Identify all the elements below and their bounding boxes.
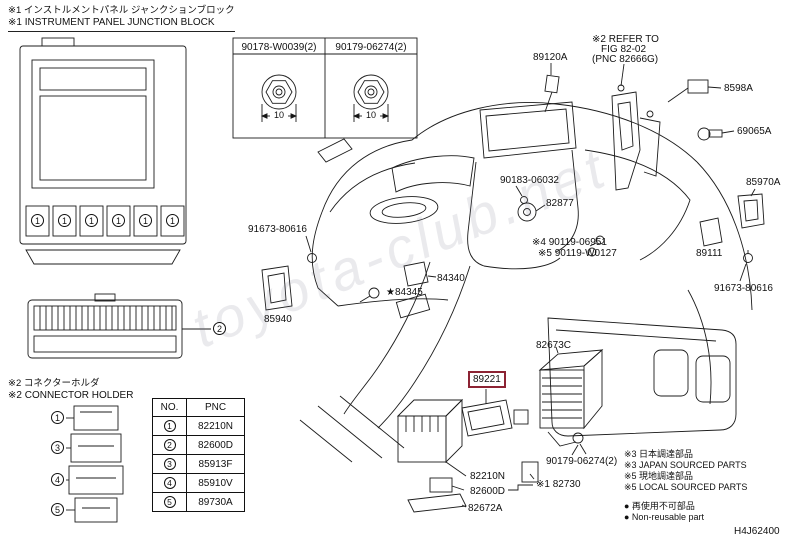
marker-1: 1 bbox=[139, 214, 152, 227]
callout-89221-highlighted[interactable]: 89221 bbox=[468, 371, 506, 388]
fastener-left-dim: 10 bbox=[271, 110, 287, 121]
fastener-left-part: 90178-W0039(2) bbox=[241, 42, 317, 53]
row-pnc: 89730A bbox=[186, 492, 245, 512]
figure-code: H4J62400 bbox=[734, 526, 780, 537]
table-row: 2 82600D bbox=[152, 435, 245, 455]
callout-82877: 82877 bbox=[546, 198, 574, 209]
callout-82210n: 82210N bbox=[470, 471, 506, 482]
legend-japan-jp: ※3 日本調達部品 bbox=[624, 449, 694, 459]
legend-nonreusable-en: ● Non-reusable part bbox=[624, 511, 704, 522]
callout-refer-line1: ※2 REFER TO bbox=[592, 34, 659, 45]
sourcing-legend: ※3 日本調達部品 ※3 JAPAN SOURCED PARTS ※5 現地調達… bbox=[624, 449, 747, 523]
callout-8598a: 8598A bbox=[724, 83, 753, 94]
callout-91673-80616-right: 91673-80616 bbox=[714, 283, 773, 294]
row-number: 2 bbox=[163, 439, 176, 451]
row-number: 5 bbox=[163, 496, 176, 508]
marker-1: 1 bbox=[85, 214, 98, 227]
callout-90119-06951: ※4 90119-06951 bbox=[532, 237, 607, 248]
table-row: 4 85910V bbox=[152, 473, 245, 493]
legend-nonreusable-jp: ● 再使用不可部品 bbox=[624, 500, 695, 511]
fastener-boxes-drawing bbox=[232, 37, 418, 139]
callout-90179-06274: 90179-06274(2) bbox=[546, 456, 618, 467]
callout-91673-80616-left: 91673-80616 bbox=[248, 224, 307, 235]
holder-label-english: ※2 CONNECTOR HOLDER bbox=[8, 390, 134, 401]
junction-block-drawing bbox=[19, 37, 187, 265]
connector-holder-drawing bbox=[66, 405, 124, 523]
marker-1: 1 bbox=[51, 411, 64, 424]
callout-84340: 84340 bbox=[437, 273, 465, 284]
row-pnc: 82600D bbox=[186, 435, 245, 455]
connector-holder-label: ※2 コネクターホルダ ※2 CONNECTOR HOLDER bbox=[8, 378, 133, 402]
marker-1: 1 bbox=[166, 214, 179, 227]
marker-4: 4 bbox=[51, 473, 64, 486]
title-english: ※1 INSTRUMENT PANEL JUNCTION BLOCK bbox=[8, 17, 215, 28]
marker-1: 1 bbox=[58, 214, 71, 227]
marker-1: 1 bbox=[112, 214, 125, 227]
vehicle-art bbox=[261, 63, 765, 513]
fastener-right-part: 90179-06274(2) bbox=[335, 42, 407, 53]
title-block: ※1 インストルメントパネル ジャンクションブロック ※1 INSTRUMENT… bbox=[8, 5, 235, 32]
row-number: 3 bbox=[163, 458, 176, 470]
row-number: 4 bbox=[163, 477, 176, 489]
callout-refer-line2: FIG 82-02 bbox=[601, 44, 647, 55]
row-pnc: 82210N bbox=[186, 416, 245, 436]
callout-refer-line3: (PNC 82666G) bbox=[592, 54, 659, 65]
marker-1: 1 bbox=[31, 214, 44, 227]
col-header-no: NO. bbox=[152, 398, 187, 417]
legend-spacer bbox=[624, 493, 747, 500]
callout-82730: ※1 82730 bbox=[536, 479, 581, 490]
table-row: 5 89730A bbox=[152, 492, 245, 512]
table-row: 1 82210N bbox=[152, 416, 245, 436]
marker-5: 5 bbox=[51, 503, 64, 516]
callout-90119-w0127: ※5 90119-W0127 bbox=[538, 248, 617, 259]
callout-89120a: 89120A bbox=[533, 52, 568, 63]
fastener-right-dim: 10 bbox=[363, 110, 379, 121]
title-japanese: ※1 インストルメントパネル ジャンクションブロック bbox=[8, 5, 235, 16]
row-pnc: 85913F bbox=[186, 454, 245, 474]
callout-84345: ★84345 bbox=[386, 287, 423, 298]
callout-82600d: 82600D bbox=[470, 486, 506, 497]
marker-3: 3 bbox=[51, 441, 64, 454]
callout-90183-06032: 90183-06032 bbox=[500, 175, 559, 186]
callout-89111: 89111 bbox=[696, 248, 723, 259]
callout-82672a: 82672A bbox=[468, 503, 503, 514]
table-row: 3 85913F bbox=[152, 454, 245, 474]
legend-local-jp: ※5 現地調達部品 bbox=[624, 471, 694, 481]
pnc-table: NO. PNC 1 82210N 2 82600D 3 85913F 4 859… bbox=[152, 398, 245, 512]
callout-85940: 85940 bbox=[264, 314, 292, 325]
pnc-table-header: NO. PNC bbox=[152, 398, 245, 417]
legend-local-en: ※5 LOCAL SOURCED PARTS bbox=[624, 482, 748, 492]
row-pnc: 85910V bbox=[186, 473, 245, 493]
legend-japan-en: ※3 JAPAN SOURCED PARTS bbox=[624, 460, 747, 470]
holder-label-japanese: ※2 コネクターホルダ bbox=[8, 378, 100, 389]
callout-69065a: 69065A bbox=[737, 126, 772, 137]
callout-82673c: 82673C bbox=[536, 340, 572, 351]
connector-drawing bbox=[27, 293, 211, 359]
col-header-pnc: PNC bbox=[186, 398, 245, 417]
marker-2: 2 bbox=[213, 322, 226, 335]
callout-85970a: 85970A bbox=[746, 177, 781, 188]
row-number: 1 bbox=[163, 420, 176, 432]
